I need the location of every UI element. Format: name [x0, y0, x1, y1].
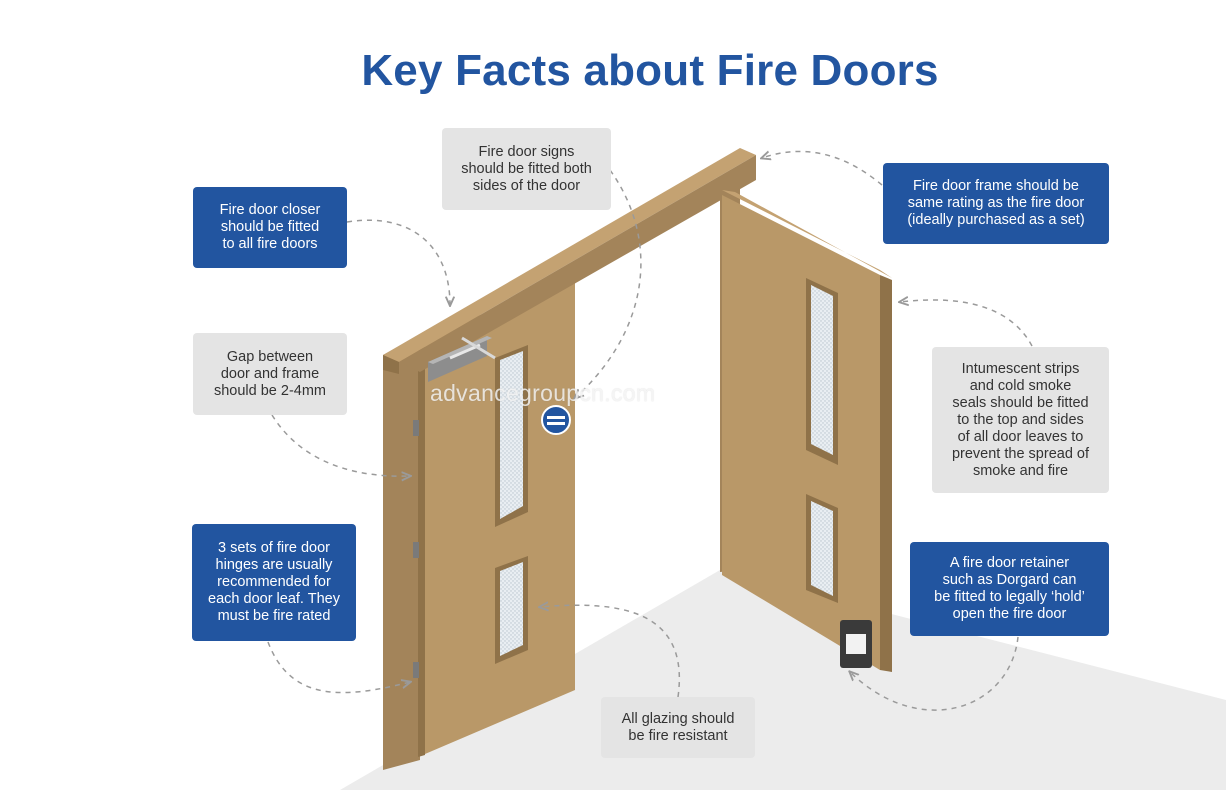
arrow-strips — [900, 300, 1033, 347]
callout-hinges: 3 sets of fire door hinges are usually r… — [192, 524, 356, 641]
callout-door-closer: Fire door closer should be fitted to all… — [193, 187, 347, 268]
right-door-leaf — [722, 195, 880, 670]
frame-head-underside — [399, 155, 756, 372]
floor — [340, 570, 1226, 790]
frame-head-top — [383, 148, 756, 362]
frame-head-front — [383, 355, 399, 374]
callout-frame-rating: Fire door frame should be same rating as… — [883, 163, 1109, 244]
vision-panel-lower-left-glass — [500, 562, 523, 656]
callout-door-retainer: A fire door retainer such as Dorgard can… — [910, 542, 1109, 636]
arrow-frame — [762, 151, 883, 186]
left-door-edge — [418, 335, 425, 757]
arrow-glazing — [540, 605, 681, 698]
callout-door-signs: Fire door signs should be fitted both si… — [442, 128, 611, 210]
hinge-icon — [413, 542, 419, 558]
vision-panel-upper-right-glass — [811, 285, 833, 455]
door-retainer-icon — [840, 620, 872, 668]
watermark: advancegroupcn.com — [430, 380, 656, 406]
right-door-edge — [880, 275, 892, 672]
hinge-icon — [413, 662, 419, 678]
left-frame-jamb — [383, 335, 420, 770]
callout-glazing: All glazing should be fire resistant — [601, 697, 755, 758]
arrow-closer — [346, 219, 450, 305]
callout-intumescent-strips: Intumescent strips and cold smoke seals … — [932, 347, 1109, 493]
leader-arrows — [267, 151, 1033, 711]
vision-panel-lower-right-glass — [811, 501, 833, 596]
page-title: Key Facts about Fire Doors — [361, 46, 939, 95]
hinge-icon — [413, 420, 419, 436]
arrow-signs — [575, 169, 642, 398]
vision-panel-upper-left-glass — [500, 351, 523, 519]
fire-door-sign-icon — [541, 405, 571, 435]
door-closer-icon — [428, 336, 496, 382]
arrow-retainer — [850, 636, 1019, 711]
callout-gap: Gap between door and frame should be 2-4… — [193, 333, 347, 415]
arrow-hinges — [267, 641, 410, 694]
